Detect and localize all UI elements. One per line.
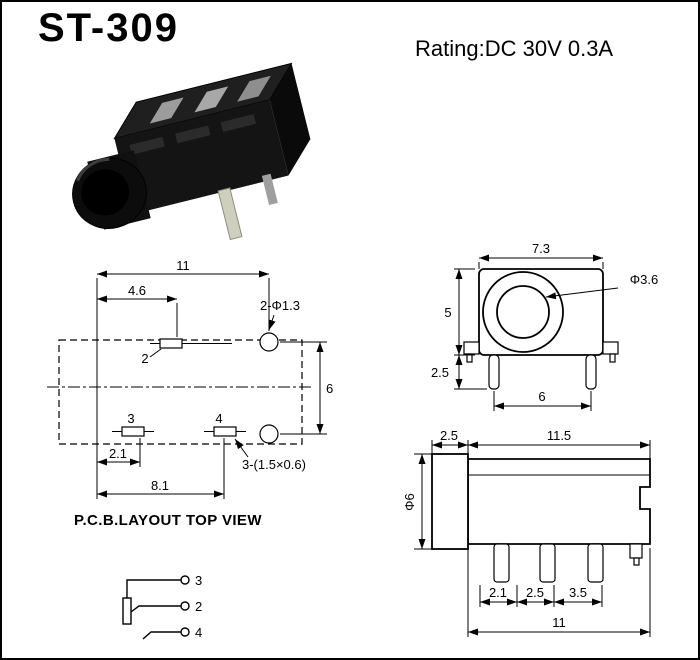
pcb-slot-label: 3-(1.5×0.6)	[242, 457, 306, 472]
photo-slot-2	[175, 125, 211, 144]
front-lug-right	[602, 341, 619, 355]
front-lug-left-tip	[466, 353, 473, 363]
side-dim-25-bottom: 2.5	[526, 585, 544, 600]
side-pin-1	[493, 543, 510, 583]
side-dim-21: 2.1	[489, 585, 507, 600]
pcb-hole-label: 2-Φ1.3	[260, 298, 300, 313]
photo-front-face	[114, 99, 289, 215]
side-body	[467, 458, 651, 545]
pcb-dim-11: 11	[176, 258, 190, 273]
photo-contact-1	[149, 97, 184, 124]
front-dim-5: 5	[444, 305, 451, 320]
product-photo	[72, 62, 311, 241]
schematic-symbol: 3 2 4	[122, 573, 202, 640]
front-leg-left	[488, 354, 500, 390]
photo-contact-3	[237, 75, 271, 102]
pcb-dim-pad4-offset: 8.1	[97, 438, 225, 499]
pcb-dim-21: 2.1	[109, 446, 127, 461]
front-inner-circle	[496, 285, 550, 339]
side-dim-11: 11	[552, 615, 566, 630]
schematic-pin2-label: 2	[195, 599, 202, 614]
pcb-slot-callout: 3-(1.5×0.6)	[234, 438, 306, 472]
pcb-hole-top	[259, 332, 279, 352]
pcb-pad-3	[112, 426, 154, 437]
schematic-terminal-4	[180, 627, 190, 637]
side-pin-2	[539, 543, 556, 583]
side-dim-phi6: Φ6	[402, 493, 417, 511]
pcb-pad-4	[204, 426, 246, 437]
photo-contact-2	[194, 86, 229, 113]
schematic-line-switch	[142, 631, 181, 640]
pcb-caption: P.C.B.LAYOUT TOP VIEW	[74, 512, 262, 529]
pcb-hole-bottom	[259, 424, 279, 444]
pcb-pad-2	[149, 338, 232, 358]
schematic-pin4-label: 4	[195, 625, 202, 640]
side-dim-35: 3.5	[569, 585, 587, 600]
pad3-label: 3	[127, 411, 134, 426]
front-view-drawing: 7.3 Φ3.6 5 2.5 6	[431, 241, 658, 411]
schematic-pin3-label: 3	[195, 573, 202, 588]
side-view-drawing: 2.5 11.5 Φ6 2.1 2.5 3.5	[402, 428, 651, 637]
photo-slot-3	[220, 114, 257, 133]
pcb-dim-pad3-offset: 2.1	[97, 438, 141, 467]
side-dim-115: 11.5	[547, 428, 571, 443]
photo-highlight	[76, 157, 110, 182]
side-barrel-block	[431, 453, 469, 550]
photo-right-face	[269, 63, 311, 176]
side-dim-25-top: 2.5	[440, 428, 458, 443]
photo-pin-small	[261, 173, 278, 206]
side-dim-diameter: Φ6	[402, 453, 432, 550]
side-foot-tip	[633, 557, 640, 566]
schematic-terminal-2	[180, 601, 190, 611]
side-dim-body-length: 11.5	[468, 428, 651, 459]
photo-pin	[217, 187, 243, 241]
part-number-title: ST-309	[38, 6, 179, 50]
pcb-dim-height: 6	[280, 341, 333, 435]
pcb-dim-46: 4.6	[128, 283, 146, 298]
front-dim-pin-length: 2.5	[431, 355, 487, 390]
front-leg-right	[585, 354, 597, 390]
schematic-sleeve-contact	[122, 597, 132, 625]
side-dim-pin-pitches: 2.1 2.5 3.5	[479, 585, 603, 607]
pcb-dim-81: 8.1	[151, 478, 169, 493]
side-pin-3	[587, 543, 604, 583]
front-lug-right-tip	[609, 353, 616, 363]
front-dim-width: 7.3	[478, 241, 604, 269]
front-hole-label: Φ3.6	[630, 272, 658, 287]
pcb-dim-left-width: 4.6	[97, 283, 178, 337]
front-dim-pin-span: 6	[493, 389, 592, 411]
pcb-hole-callout: 2-Φ1.3	[260, 298, 300, 331]
front-lug-left	[463, 341, 480, 355]
front-dim-25: 2.5	[431, 365, 449, 380]
photo-slot-1	[129, 136, 165, 155]
connector-render	[72, 62, 311, 241]
pad4-label: 4	[215, 411, 222, 426]
front-dim-73: 7.3	[532, 241, 550, 256]
rating-label: Rating:DC 30V 0.3A	[415, 36, 614, 61]
front-hole-callout: Φ3.6	[545, 272, 658, 300]
pad2-label: 2	[141, 351, 148, 366]
side-dim-total-length: 11	[467, 548, 651, 637]
schematic-line-ring	[130, 605, 181, 613]
side-foot	[629, 543, 643, 559]
front-dim-6: 6	[538, 389, 545, 404]
pcb-dim-6: 6	[326, 381, 333, 396]
schematic-line-tip	[126, 579, 181, 598]
schematic-terminal-3	[180, 575, 190, 585]
pcb-layout-drawing: 2 3 4 11 4.6 2-Φ1.3 6	[47, 258, 333, 529]
side-dim-front-depth: 2.5	[431, 428, 469, 459]
photo-barrel-bore	[81, 169, 130, 216]
